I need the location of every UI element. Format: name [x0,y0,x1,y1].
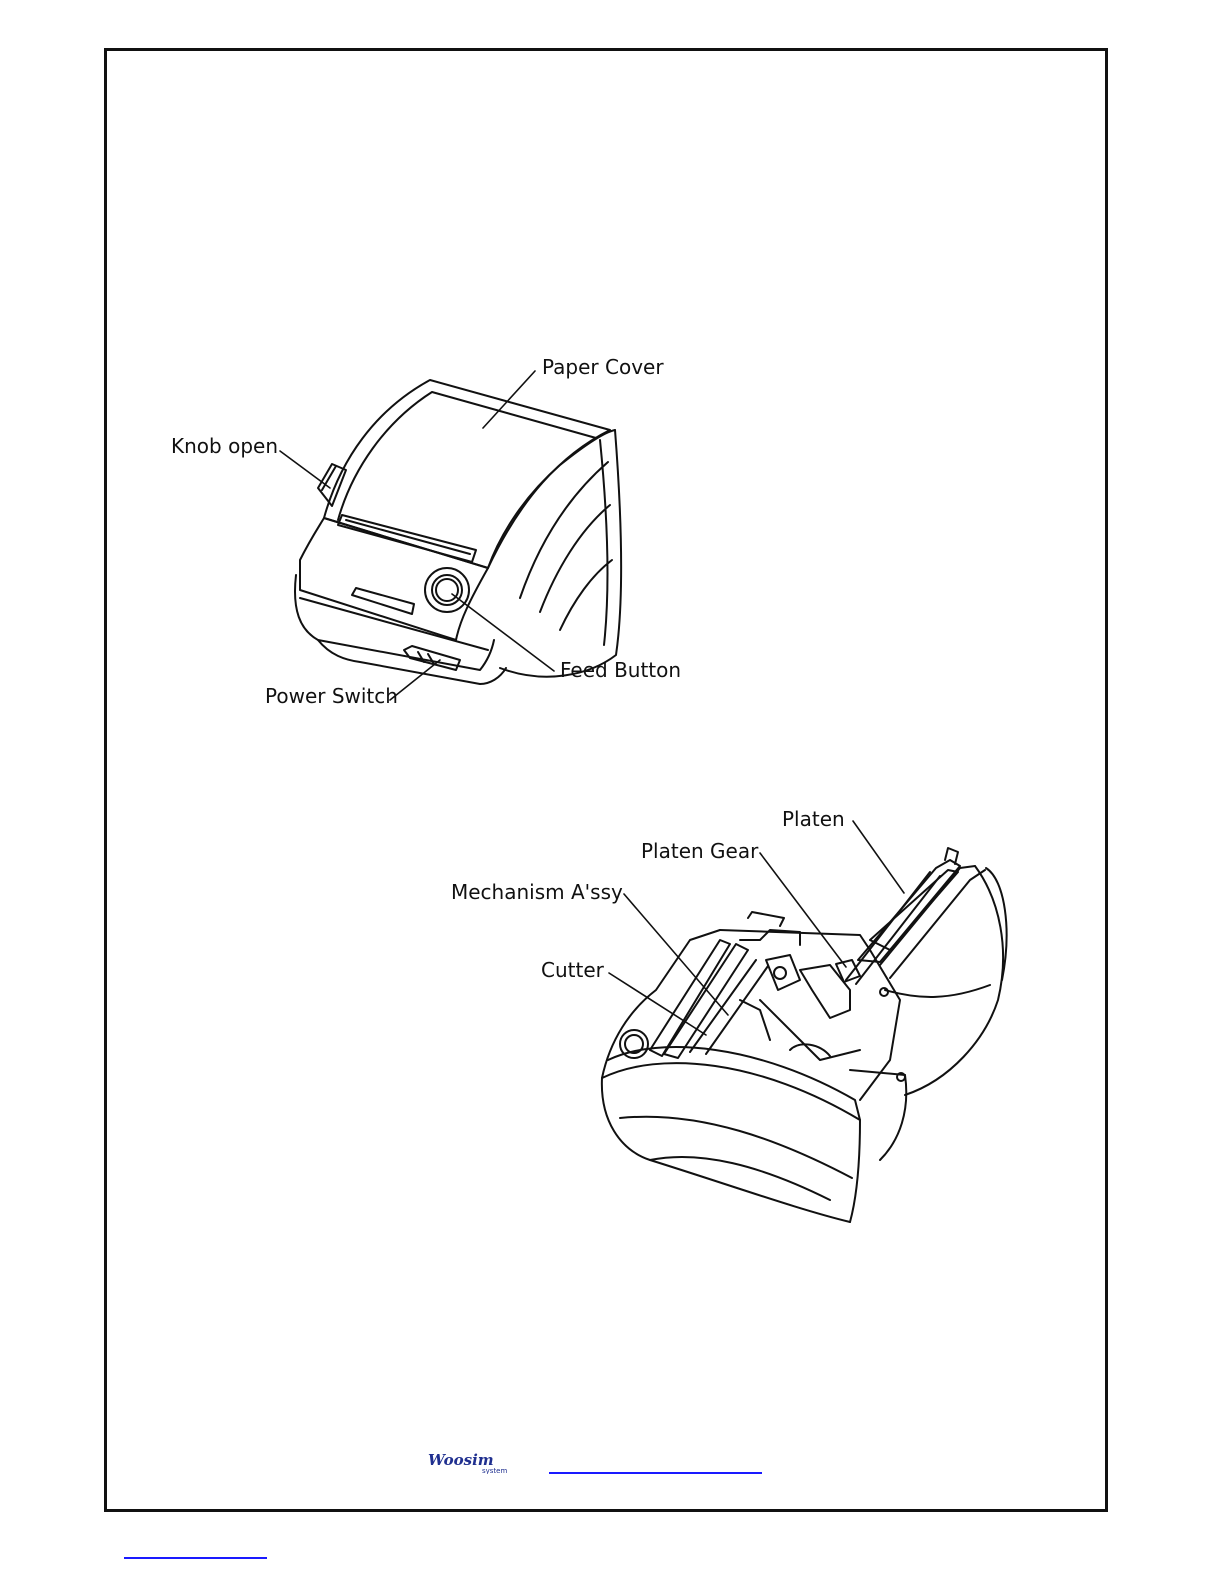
label-paper-cover: Paper Cover [542,355,664,379]
footer-link[interactable] [549,1472,762,1474]
logo-subtext: system [482,1467,507,1474]
label-power-switch: Power Switch [265,684,398,708]
knob-open-leader [280,451,330,488]
label-platen-gear: Platen Gear [641,839,759,863]
woosim-logo: Woosim system [428,1450,534,1474]
label-mechanism-assy: Mechanism A'ssy [451,880,623,904]
label-cutter: Cutter [541,958,605,982]
page-bottom-link[interactable] [124,1557,267,1559]
label-knob-open: Knob open [171,434,278,458]
label-platen: Platen [782,807,845,831]
open-printer-drawing [602,848,1007,1222]
closed-printer-drawing [295,380,621,684]
platen-gear-leader [760,853,846,967]
mechanism-assy-leader [624,894,728,1015]
platen-leader [853,821,904,893]
feed-button-leader [452,594,554,671]
label-feed-button: Feed Button [560,658,681,682]
